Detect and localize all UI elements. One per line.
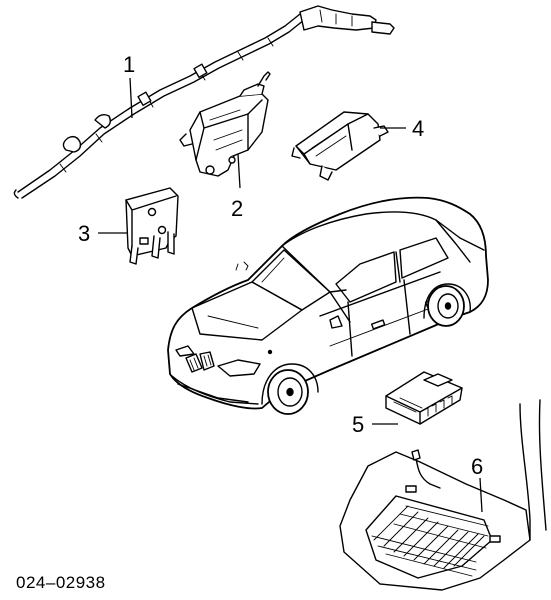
mat-grid xyxy=(365,495,493,579)
car-illustration xyxy=(167,196,489,415)
part-3-bracket xyxy=(98,187,179,265)
part-6-seat-sensor-mat xyxy=(339,399,547,591)
callout-3: 3 xyxy=(78,221,90,246)
part-4-control-unit xyxy=(291,111,406,181)
callout-6: 6 xyxy=(471,454,483,479)
callout-5: 5 xyxy=(352,412,364,437)
part-2-airbag-module xyxy=(179,71,271,189)
part-1-curtain-airbag xyxy=(13,5,395,199)
callout-1: 1 xyxy=(123,52,135,77)
callout-4: 4 xyxy=(412,116,424,141)
document-number: 024–02938 xyxy=(16,573,106,592)
callout-2: 2 xyxy=(231,196,243,221)
part-5-module xyxy=(372,371,463,425)
